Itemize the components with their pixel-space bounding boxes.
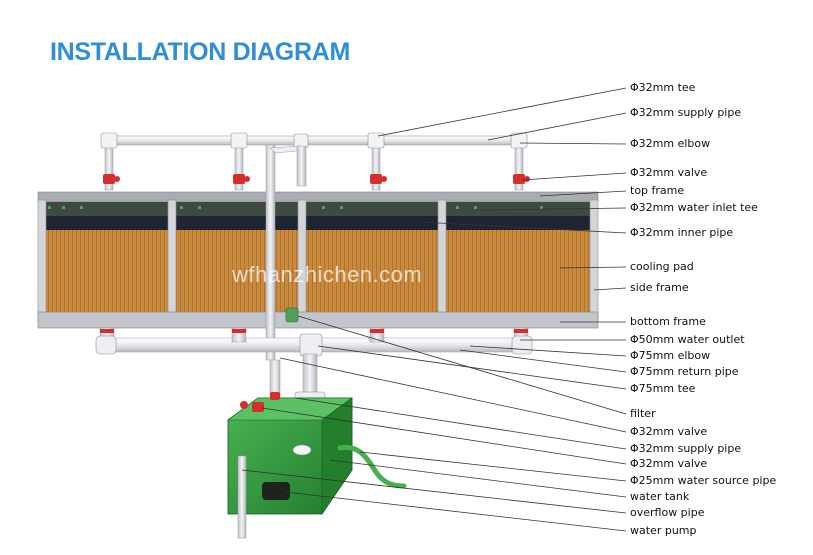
leader-filter xyxy=(297,315,627,415)
leader-top-frame xyxy=(539,190,627,197)
leader-side-frame xyxy=(593,287,627,291)
label-return-pipe-75: Φ75mm return pipe xyxy=(630,365,739,378)
leader-water-tank xyxy=(329,459,627,498)
leader-tee-32 xyxy=(377,87,627,137)
label-side-frame: side frame xyxy=(630,281,689,294)
leader-water-source-pipe-25 xyxy=(359,451,627,482)
label-water-source-pipe-25: Φ25mm water source pipe xyxy=(630,474,777,487)
label-water-inlet-tee-32: Φ32mm water inlet tee xyxy=(630,201,758,214)
label-elbow-32: Φ32mm elbow xyxy=(630,137,711,150)
label-elbow-75: Φ75mm elbow xyxy=(630,349,711,362)
leader-return-pipe-75 xyxy=(459,349,627,373)
label-cooling-pad: cooling pad xyxy=(630,260,694,273)
watermark: wfhanzhichen.com xyxy=(232,262,423,287)
leader-supply-pipe-32 xyxy=(487,112,627,141)
leader-valve-32-small xyxy=(261,407,627,465)
leader-lines xyxy=(241,87,627,532)
leader-water-pump xyxy=(284,491,627,532)
leader-elbow-75 xyxy=(469,345,627,357)
label-overflow-pipe: overflow pipe xyxy=(630,506,705,519)
return-pipe-assembly xyxy=(95,327,533,407)
leader-overflow-pipe xyxy=(241,469,627,514)
cooling-pad-assembly xyxy=(37,191,599,329)
label-water-pump: water pump xyxy=(630,524,697,537)
diagram-title: INSTALLATION DIAGRAM xyxy=(50,38,350,66)
label-supply-pipe-32-lower: Φ32mm supply pipe xyxy=(630,442,742,455)
leader-water-inlet-tee-32 xyxy=(479,207,627,211)
leader-cooling-pad xyxy=(559,266,627,269)
label-bottom-frame: bottom frame xyxy=(630,315,706,328)
label-water-tank: water tank xyxy=(630,490,690,503)
label-inner-pipe-32: Φ32mm inner pipe xyxy=(630,226,734,239)
supply-pipe-top xyxy=(100,132,530,191)
label-valve-32: Φ32mm valve xyxy=(630,166,708,179)
leader-supply-pipe-32-lower xyxy=(295,397,627,450)
label-top-frame: top frame xyxy=(630,184,685,197)
label-water-outlet-50: Φ50mm water outlet xyxy=(630,333,745,346)
label-valve-32-lower: Φ32mm valve xyxy=(630,425,708,438)
leader-inner-pipe-32 xyxy=(419,221,627,234)
leader-valve-32-lower xyxy=(279,357,627,433)
label-tee-75: Φ75mm tee xyxy=(630,382,696,395)
leader-tee-75 xyxy=(317,345,627,390)
label-valve-32-small: Φ32mm valve xyxy=(630,457,708,470)
label-supply-pipe-32: Φ32mm supply pipe xyxy=(630,106,742,119)
label-tee-32: Φ32mm tee xyxy=(630,81,696,94)
leader-valve-32 xyxy=(521,172,627,181)
leader-elbow-32 xyxy=(519,142,627,145)
label-filter: filter xyxy=(630,407,656,420)
water-tank-assembly xyxy=(227,359,407,539)
